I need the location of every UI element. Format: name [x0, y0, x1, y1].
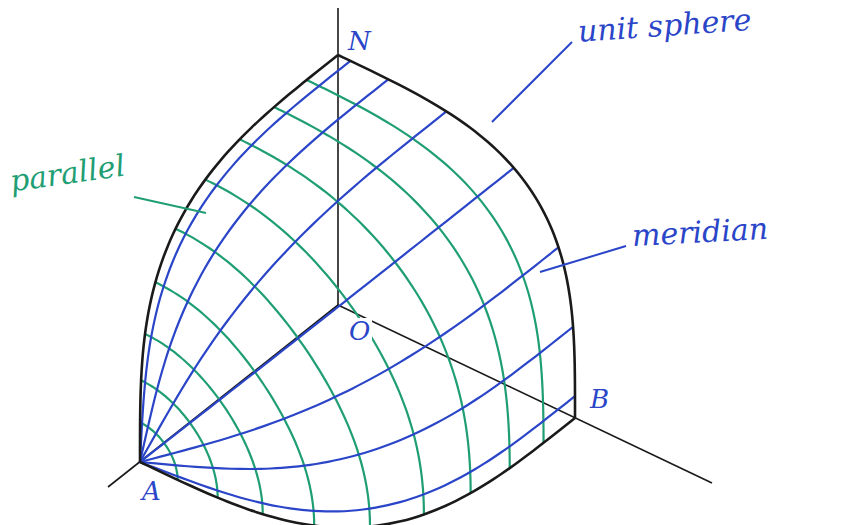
meridian-line: [140, 327, 573, 469]
parallel-line: [307, 80, 544, 443]
parallel-line: [240, 139, 471, 493]
leader-line: [134, 197, 206, 213]
sphere-outline-arc: [338, 55, 575, 418]
leader-lines: [134, 42, 626, 272]
meridian-line: [140, 111, 446, 462]
callout-label: meridian: [629, 213, 771, 252]
sphere-outline-arc: [140, 55, 338, 462]
point-label: A: [140, 478, 163, 505]
sphere-outline: [140, 55, 575, 525]
sphere-outline-arc: [140, 418, 575, 525]
callout-label: unit sphere: [575, 4, 754, 48]
leader-line: [540, 246, 626, 272]
z-axis: [337, 8, 339, 305]
axes: [108, 8, 712, 487]
parallel-line: [176, 229, 370, 525]
point-label: N: [346, 28, 373, 55]
parallel-line: [274, 107, 510, 468]
meridians: [140, 61, 575, 511]
callout-label: parallel: [6, 149, 129, 197]
point-label: B: [588, 386, 611, 413]
meridian-line: [140, 396, 575, 511]
meridian-line: [140, 61, 350, 462]
meridian-line: [140, 79, 388, 462]
point-label: O: [347, 318, 372, 345]
leader-line: [492, 42, 572, 122]
